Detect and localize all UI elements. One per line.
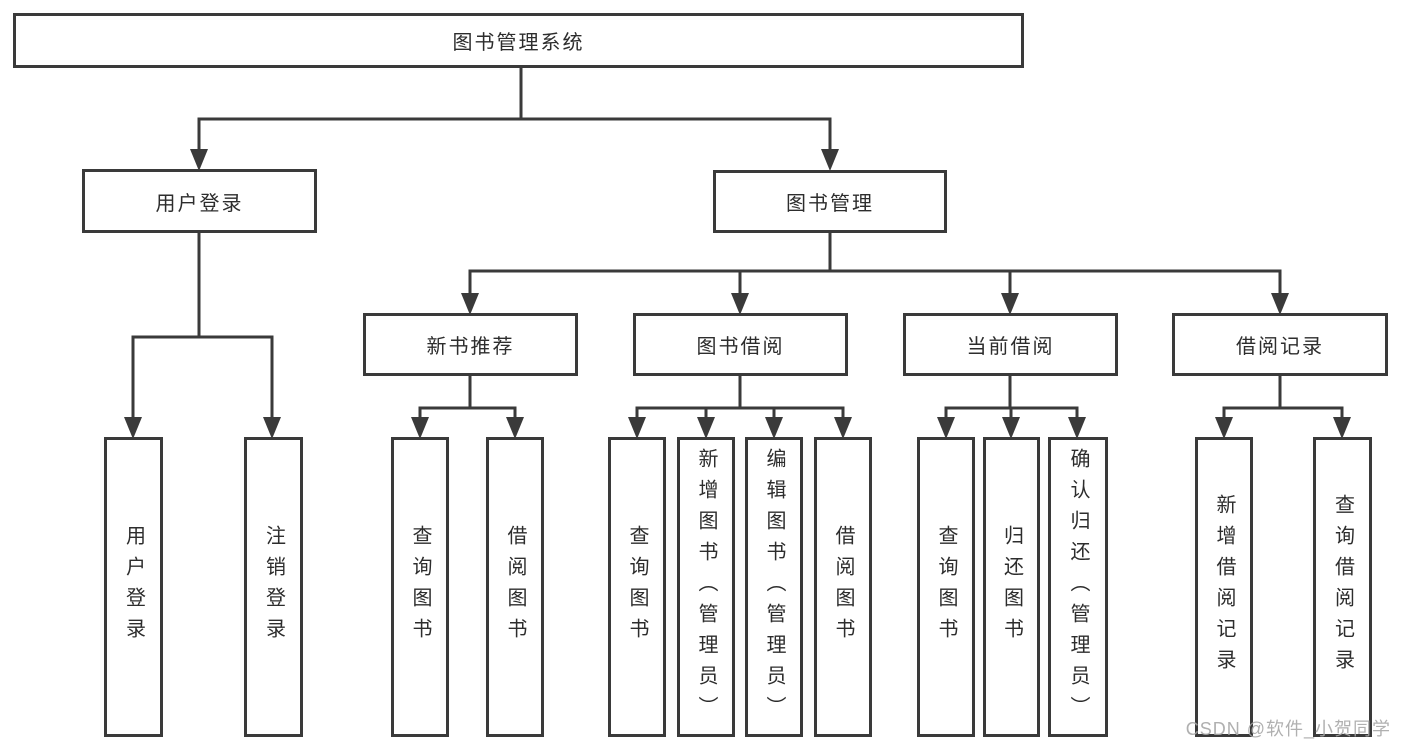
arrowhead [1002, 417, 1020, 439]
node-label: 图书借阅 [696, 336, 785, 358]
node-user-login: 用户登录 [82, 169, 317, 233]
node-label: 新书推荐 [426, 336, 515, 358]
arrowhead [506, 417, 524, 439]
node-label: 借阅记录 [1236, 336, 1324, 358]
leaf-logout: 注销登录 [244, 437, 303, 737]
arrowhead [1068, 417, 1086, 439]
leaf-query-books-1: 查询图书 [391, 437, 449, 737]
node-label: 编辑图书（管理员） [763, 447, 785, 727]
arrowhead [190, 149, 208, 171]
node-label: 用户登录 [155, 192, 244, 215]
leaf-add-borrow-record: 新增借阅记录 [1195, 437, 1253, 737]
arrowhead [1215, 417, 1233, 439]
arrowhead [124, 417, 142, 439]
leaf-query-books-3: 查询图书 [917, 437, 975, 737]
leaf-add-book-admin: 新增图书（管理员） [677, 437, 735, 737]
node-label: 新增图书（管理员） [695, 447, 717, 727]
arrowhead [834, 417, 852, 439]
node-label: 借阅图书 [504, 525, 526, 649]
connector-bookborrow-to-leaves [635, 374, 845, 419]
leaf-borrow-books-2: 借阅图书 [814, 437, 872, 737]
node-label: 查询借阅记录 [1331, 494, 1354, 680]
node-label: 确认归还（管理员） [1067, 447, 1089, 727]
leaf-return-book: 归还图书 [983, 437, 1040, 737]
node-label: 归还图书 [1000, 525, 1023, 649]
leaf-query-books-2: 查询图书 [608, 437, 666, 737]
node-label: 用户登录 [122, 525, 145, 649]
node-book-borrow: 图书借阅 [633, 313, 848, 376]
node-new-book-recommend: 新书推荐 [363, 313, 578, 376]
arrowhead [765, 417, 783, 439]
node-borrow-records: 借阅记录 [1172, 313, 1388, 376]
connectors [124, 66, 1351, 439]
arrowhead [263, 417, 281, 439]
node-label: 查询图书 [409, 525, 431, 649]
connector-userlogin-to-leaves [131, 231, 274, 419]
connector-currentborrow-to-leaves [944, 374, 1079, 419]
arrowhead [937, 417, 955, 439]
arrowhead [1001, 293, 1019, 315]
leaf-confirm-return-admin: 确认归还（管理员） [1048, 437, 1108, 737]
connector-root-to-level2 [197, 66, 832, 151]
node-library-system: 图书管理系统 [13, 13, 1024, 68]
connector-bookmgmt-to-level3 [468, 231, 1282, 293]
node-label: 图书管理 [786, 193, 874, 215]
arrowhead [1271, 293, 1289, 315]
leaf-edit-book-admin: 编辑图书（管理员） [745, 437, 803, 737]
node-label: 查询图书 [626, 525, 648, 649]
arrowhead [461, 293, 479, 315]
node-current-borrow: 当前借阅 [903, 313, 1118, 376]
node-book-management: 图书管理 [713, 170, 947, 233]
connector-newbooks-to-leaves [418, 374, 517, 419]
csdn-watermark: CSDN @软件_小贺同学 [1185, 719, 1391, 739]
leaf-user-login: 用户登录 [104, 437, 163, 737]
leaf-borrow-books-1: 借阅图书 [486, 437, 544, 737]
connector-records-to-leaves [1222, 374, 1344, 419]
leaf-query-borrow-record: 查询借阅记录 [1313, 437, 1372, 737]
arrowhead [1333, 417, 1351, 439]
arrowhead [821, 149, 839, 171]
arrowhead [411, 417, 429, 439]
node-label: 查询图书 [935, 525, 957, 649]
node-label: 借阅图书 [832, 525, 854, 649]
node-label: 图书管理系统 [452, 32, 585, 54]
node-label: 当前借阅 [966, 336, 1055, 358]
node-label: 新增借阅记录 [1213, 494, 1235, 680]
node-label: 注销登录 [262, 525, 285, 649]
arrowhead [731, 293, 749, 315]
arrowhead [697, 417, 715, 439]
arrowhead [628, 417, 646, 439]
